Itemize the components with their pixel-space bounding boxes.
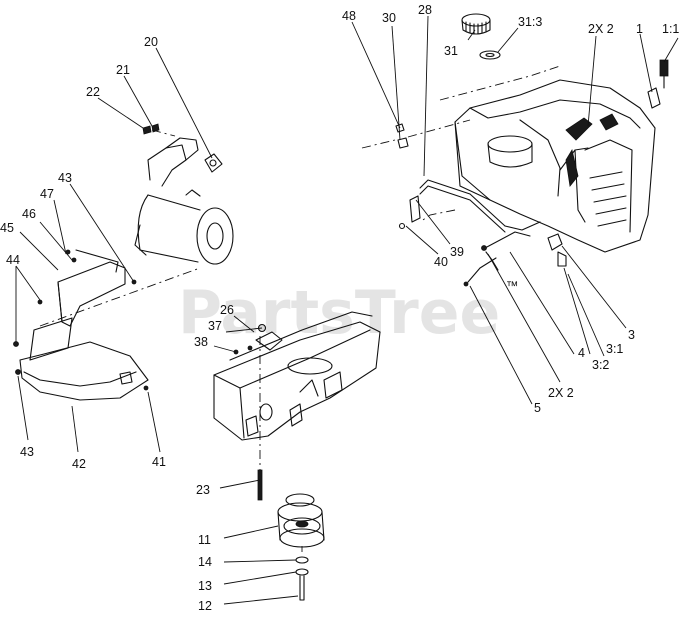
callout-labels: 48 30 28 31 31:3 2X 2 1 1:1 20 21 22 43 … (0, 3, 679, 613)
callout-1: 1 (636, 22, 643, 36)
callout-3: 3 (628, 328, 635, 342)
callout-41: 41 (152, 455, 166, 469)
callout-14: 14 (198, 555, 212, 569)
callout-40: 40 (434, 255, 448, 269)
callout-3-2: 3:2 (592, 358, 609, 372)
engine-deck-drawing (213, 311, 381, 470)
callout-48: 48 (342, 9, 356, 23)
pulley-drawing (257, 469, 325, 601)
callout-21: 21 (116, 63, 130, 77)
callout-13: 13 (198, 579, 212, 593)
callout-47: 47 (40, 187, 54, 201)
callout-31: 31 (444, 44, 458, 58)
callout-22: 22 (86, 85, 100, 99)
callout-12: 12 (198, 599, 212, 613)
fuel-tank-drawing (361, 13, 669, 287)
callout-11: 11 (198, 533, 211, 547)
watermark-text: PartsTree (178, 278, 500, 348)
callout-3-1: 3:1 (606, 342, 623, 356)
callout-39: 39 (450, 245, 464, 259)
callout-4: 4 (578, 346, 585, 360)
callout-44: 44 (6, 253, 20, 267)
callout-43-bottom: 43 (20, 445, 34, 459)
callout-42: 42 (72, 457, 86, 471)
muffler-drawing (39, 123, 234, 327)
callout-45: 45 (0, 221, 14, 235)
callout-30: 30 (382, 11, 396, 25)
callout-20: 20 (144, 35, 158, 49)
callout-38: 38 (194, 335, 208, 349)
callout-2x2-bottom: 2X 2 (548, 386, 574, 400)
callout-31-3: 31:3 (518, 15, 542, 29)
callout-37: 37 (208, 319, 222, 333)
callout-46: 46 (22, 207, 36, 221)
leader-lines (15, 15, 679, 605)
callout-28: 28 (418, 3, 432, 17)
watermark-trademark: ™ (506, 279, 519, 293)
callout-43-top: 43 (58, 171, 72, 185)
callout-23: 23 (196, 483, 210, 497)
callout-2x2-top: 2X 2 (588, 22, 614, 36)
callout-5: 5 (534, 401, 541, 415)
callout-1-1: 1:1 (662, 22, 679, 36)
callout-26: 26 (220, 303, 234, 317)
heat-shield-drawing (13, 249, 149, 401)
